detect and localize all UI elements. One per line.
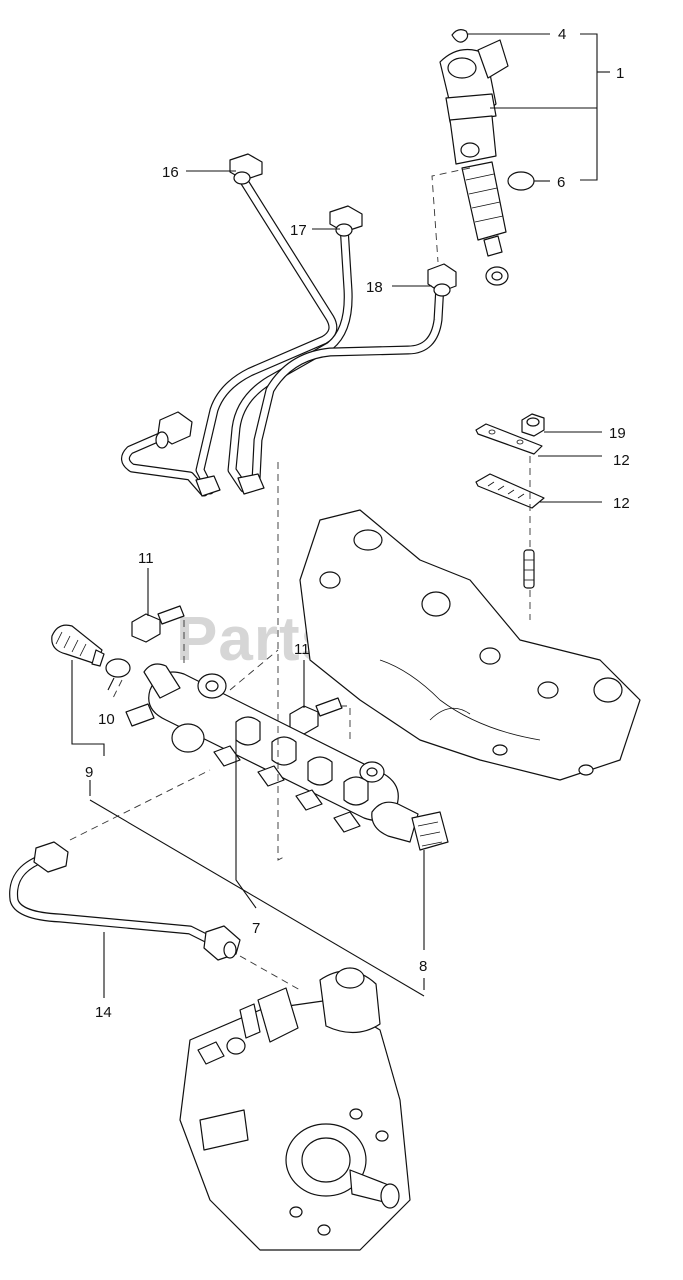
injector-pipes[interactable] — [121, 153, 457, 497]
callout-10[interactable]: 10 — [98, 711, 115, 728]
leader-lines — [71, 33, 610, 998]
callout-1[interactable]: 1 — [616, 65, 624, 82]
injector-seal-ring[interactable] — [507, 171, 535, 191]
clamp-stud[interactable] — [523, 549, 535, 589]
callout-12-lower[interactable]: 12 — [613, 495, 630, 512]
callout-14[interactable]: 14 — [95, 1004, 112, 1021]
pipe-clamp-upper[interactable] — [475, 423, 543, 455]
callout-8[interactable]: 8 — [419, 958, 427, 975]
assembly-lines — [69, 167, 531, 991]
callout-4[interactable]: 4 — [558, 26, 566, 43]
callout-7[interactable]: 7 — [252, 920, 260, 937]
callout-11-upper[interactable]: 11 — [138, 550, 154, 567]
bolt-lower[interactable] — [289, 697, 343, 735]
bolt-upper[interactable] — [131, 605, 185, 643]
callouts: 4 1 6 16 17 18 19 12 12 11 11 10 9 7 8 1… — [85, 26, 630, 1021]
fuel-injector[interactable] — [439, 29, 509, 286]
pipe-clamp-lower[interactable] — [475, 473, 545, 509]
callout-17[interactable]: 17 — [290, 222, 307, 239]
callout-9[interactable]: 9 — [85, 764, 93, 781]
high-pressure-fuel-pump[interactable] — [179, 967, 411, 1251]
callout-18[interactable]: 18 — [366, 279, 383, 296]
fuel-rail[interactable] — [125, 663, 399, 833]
clamp-nut[interactable] — [521, 413, 545, 437]
callout-19[interactable]: 19 — [609, 425, 626, 442]
pressure-relief-plug[interactable] — [51, 624, 105, 667]
callout-16[interactable]: 16 — [162, 164, 179, 181]
engine-housing — [299, 509, 641, 781]
callout-6[interactable]: 6 — [557, 174, 565, 191]
rail-pressure-sensor[interactable] — [371, 801, 449, 851]
callout-11-lower[interactable]: 11 — [294, 641, 310, 658]
callout-12-upper[interactable]: 12 — [613, 452, 630, 469]
plug-seal-ring[interactable] — [105, 658, 131, 678]
pump-to-rail-pipe[interactable] — [9, 841, 241, 961]
